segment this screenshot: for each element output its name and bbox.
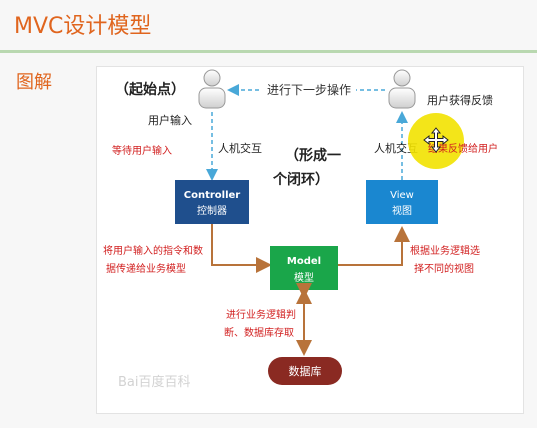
- pass-label-line1: 将用户输入的指令和数: [103, 244, 203, 257]
- move-cursor-icon: [423, 127, 449, 153]
- title-divider: [0, 50, 537, 53]
- model-to-view-arrow: [338, 226, 410, 266]
- page-title: MVC设计模型: [14, 14, 152, 39]
- user-feedback-label: 用户获得反馈: [427, 93, 493, 107]
- section-label: 图解: [16, 72, 52, 93]
- wait-input-label: 等待用户输入: [112, 144, 172, 157]
- user-icon-right: [388, 69, 416, 109]
- start-label: （起始点）: [115, 81, 185, 98]
- hci-right-label: 人机交互: [374, 141, 418, 155]
- select-label-line1: 根据业务逻辑选: [410, 244, 480, 257]
- user-icon-left: [198, 69, 226, 109]
- view-en-label: View: [390, 190, 414, 201]
- view-box: View 视图: [366, 180, 438, 224]
- select-label-line2: 择不同的视图: [414, 262, 474, 275]
- next-step-bg: [262, 80, 356, 98]
- pass-label-line2: 据传递给业务模型: [106, 262, 186, 275]
- model-en-label: Model: [287, 256, 321, 267]
- result-feedback-label: 结果反馈给用户: [428, 142, 498, 155]
- next-step-label: 进行下一步操作: [267, 82, 351, 97]
- logic-label-line2: 断、数据库存取: [224, 326, 294, 339]
- controller-cn-label: 控制器: [197, 204, 227, 217]
- hci-left-label: 人机交互: [218, 141, 262, 155]
- user-input-label: 用户输入: [148, 113, 192, 127]
- database-node: 数据库: [268, 357, 342, 385]
- loop-label-line1: （形成一: [285, 147, 341, 164]
- controller-box: Controller 控制器: [175, 180, 249, 224]
- model-cn-label: 模型: [294, 271, 314, 284]
- view-cn-label: 视图: [392, 204, 412, 217]
- database-label: 数据库: [289, 364, 322, 378]
- controller-en-label: Controller: [184, 190, 241, 201]
- loop-label-line2: 个闭环）: [272, 171, 329, 188]
- logic-label-line1: 进行业务逻辑判: [226, 308, 296, 321]
- model-box: Model 模型: [270, 246, 338, 290]
- controller-to-model-arrow: [211, 224, 272, 273]
- watermark: Bai百度百科: [118, 374, 191, 390]
